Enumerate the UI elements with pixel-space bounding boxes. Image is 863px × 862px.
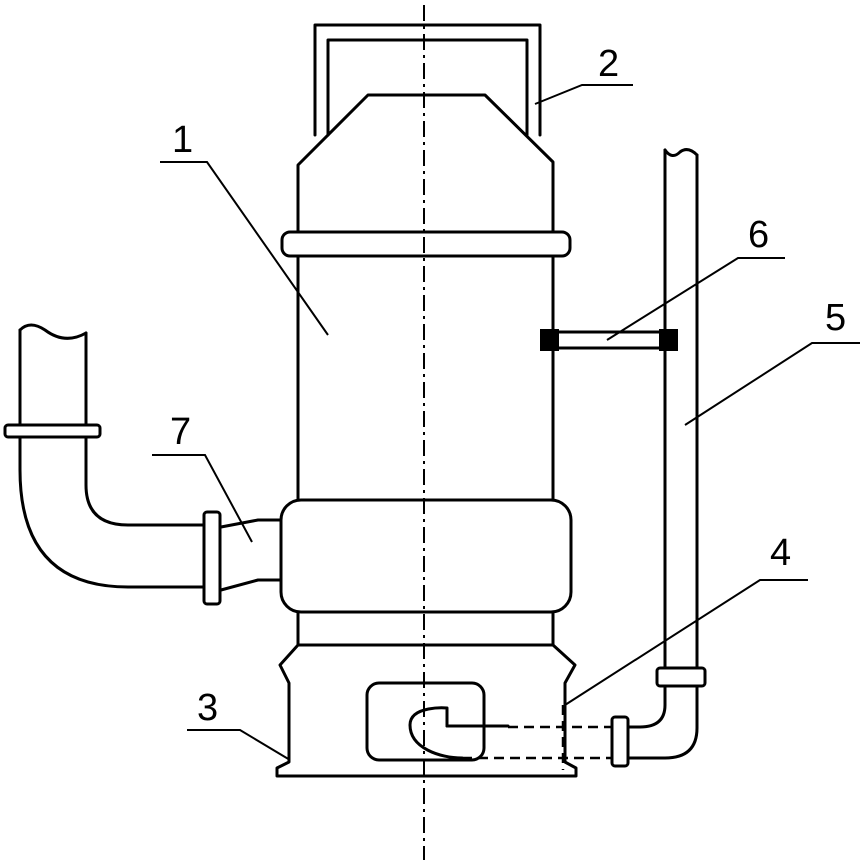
- label-clamp: 6: [748, 214, 769, 256]
- label-suction-pipe: 4: [770, 532, 791, 574]
- flange-ring: [280, 230, 572, 258]
- pump-body: [296, 254, 555, 502]
- pump-base: [275, 643, 578, 778]
- lower-section: [296, 610, 555, 647]
- suction-elbow: [408, 706, 510, 760]
- leader-lines: [152, 84, 860, 761]
- label-vertical-pipe: 5: [825, 297, 846, 339]
- pump-volute: [279, 498, 573, 614]
- top-frame: [313, 23, 542, 137]
- outlet-pipe: [3, 323, 283, 606]
- label-top-frame: 2: [598, 43, 619, 85]
- vertical-pipe: [610, 148, 707, 768]
- label-pump-body: 1: [172, 119, 193, 161]
- motor-cap: [296, 93, 555, 234]
- suction-pipe-dashed: [462, 705, 612, 770]
- pipe-clamp: [540, 329, 678, 351]
- label-base: 3: [197, 687, 218, 729]
- label-outlet: 7: [170, 411, 191, 453]
